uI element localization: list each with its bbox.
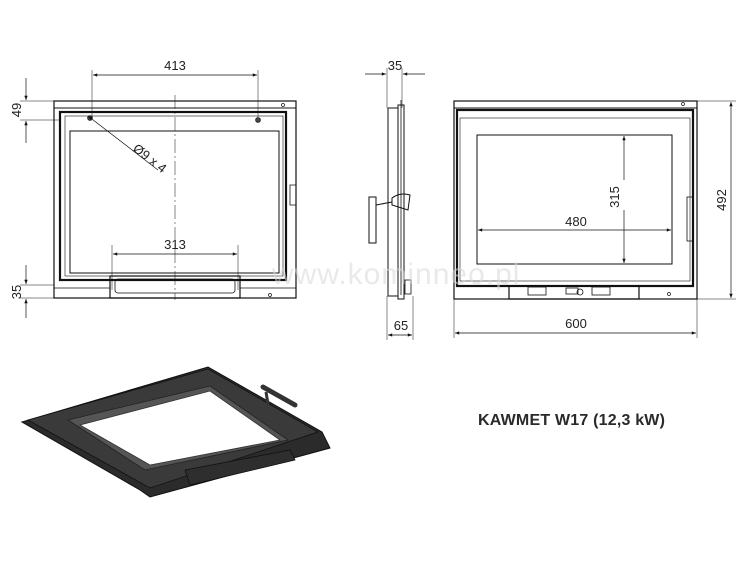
dim-492: 492 [714, 189, 729, 211]
dim-600: 600 [565, 316, 587, 331]
dim-65: 65 [394, 318, 408, 333]
dim-49: 49 [9, 103, 24, 117]
product-title: KAWMET W17 (12,3 kW) [478, 412, 666, 429]
dim-35-left: 35 [9, 285, 24, 299]
hole-callout: Ø9 x 4 [130, 141, 169, 176]
dim-313: 313 [164, 237, 186, 252]
dim-35-side: 35 [388, 58, 402, 73]
dim-413: 413 [164, 58, 186, 73]
side-view [365, 68, 425, 340]
rear-view [453, 100, 736, 338]
dim-480: 480 [565, 214, 587, 229]
front-view [20, 70, 297, 318]
isometric-view [20, 366, 331, 498]
dim-315: 315 [607, 186, 622, 208]
